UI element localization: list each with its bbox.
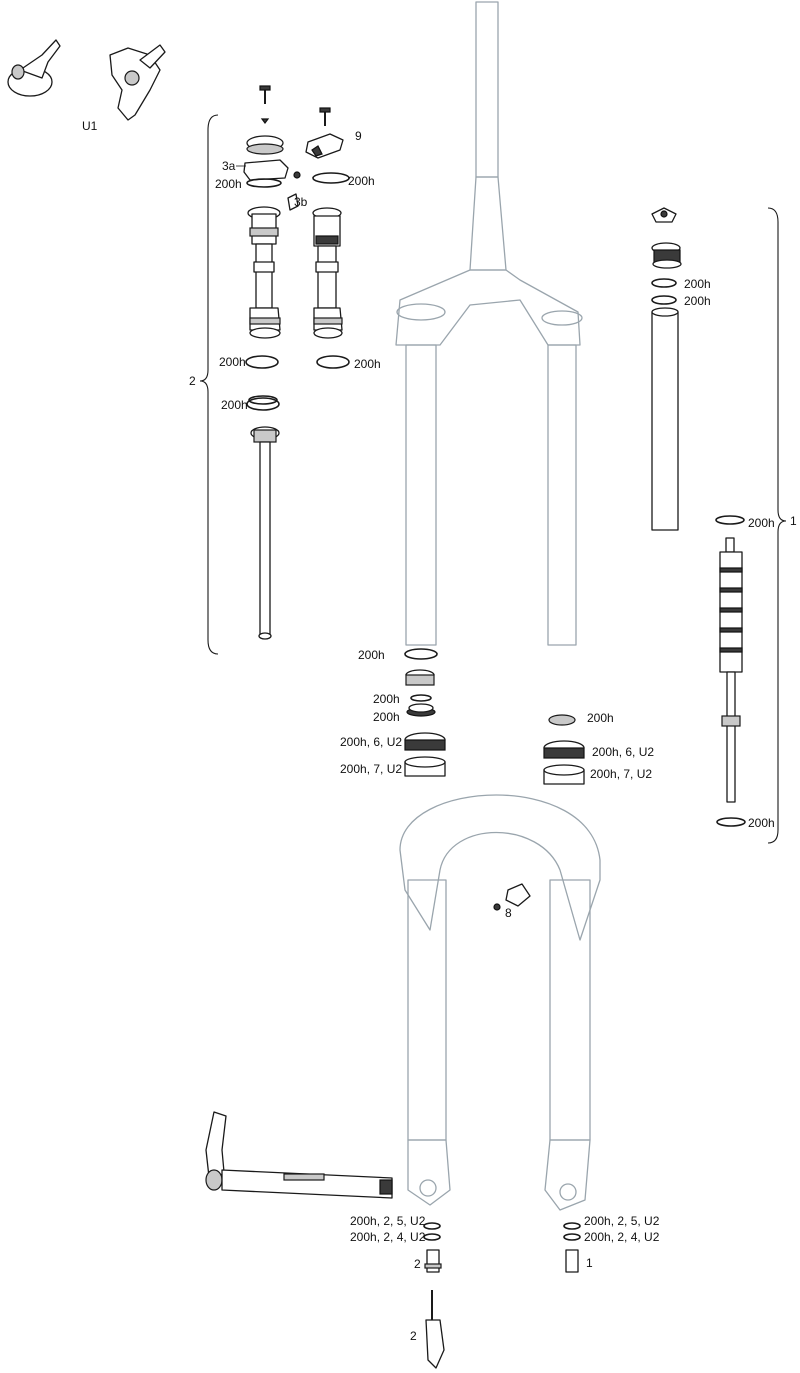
label-1-bracket: 1 (790, 514, 797, 528)
label-200h-a: 200h (215, 177, 242, 191)
label-2-bottom: 2 (410, 1329, 417, 1343)
label-200h-6-u2-left: 200h, 6, U2 (340, 735, 402, 749)
label-200h-7-u2-right: 200h, 7, U2 (590, 767, 652, 781)
label-200h-l: 200h (373, 710, 400, 724)
thru-axle (205, 1111, 393, 1199)
label-200h-g: 200h (684, 294, 711, 308)
label-200h-2-5-u2-left: 200h, 2, 5, U2 (350, 1214, 426, 1228)
label-200h-f: 200h (684, 277, 711, 291)
brake-mount-part-8 (493, 883, 531, 911)
fork-lower-legs-ghost (399, 794, 601, 1211)
label-200h-e: 200h (221, 398, 248, 412)
label-u1: U1 (82, 119, 98, 133)
label-200h-i: 200h (748, 816, 775, 830)
spring-assembly-right (651, 207, 746, 827)
label-1-bottom: 1 (586, 1256, 593, 1270)
label-3a: 3a (222, 159, 236, 173)
label-2-bracket: 2 (189, 374, 196, 388)
label-200h-c: 200h (219, 355, 246, 369)
label-8: 8 (505, 906, 512, 920)
damper-assembly-left (243, 85, 350, 640)
label-200h-2-5-u2-right: 200h, 2, 5, U2 (584, 1214, 660, 1228)
label-200h-2-4-u2-right: 200h, 2, 4, U2 (584, 1230, 660, 1244)
bracket-2 (199, 114, 219, 655)
remote-lever-u1 (7, 39, 166, 121)
label-200h-b: 200h (348, 174, 375, 188)
seal-stack-center (404, 648, 585, 785)
bottom-hardware (423, 1222, 581, 1369)
label-2-shaft: 2 (414, 1257, 421, 1271)
label-200h-2-4-u2-left: 200h, 2, 4, U2 (350, 1230, 426, 1244)
label-200h-h: 200h (748, 516, 775, 530)
label-200h-7-u2-left: 200h, 7, U2 (340, 762, 402, 776)
label-200h-d: 200h (354, 357, 381, 371)
label-200h-j: 200h (358, 648, 385, 662)
label-3b: 3b (294, 195, 308, 209)
label-9: 9 (355, 129, 362, 143)
label-200h-6-u2-right: 200h, 6, U2 (592, 745, 654, 759)
fork-crown-steerer-ghost (395, 1, 583, 646)
label-200h-k: 200h (373, 692, 400, 706)
label-200h-m: 200h (587, 711, 614, 725)
bracket-1 (767, 207, 787, 844)
